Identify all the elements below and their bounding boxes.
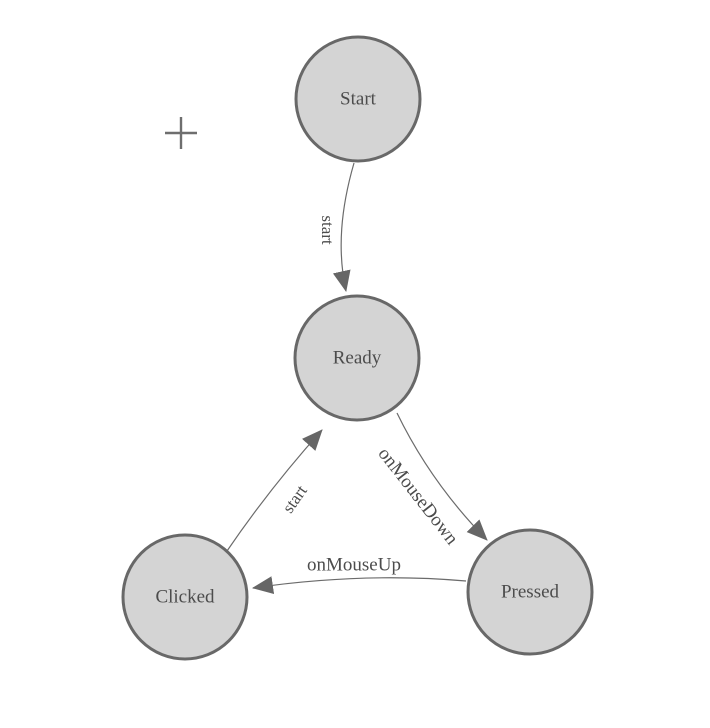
transition-clicked-to-ready: start [226, 429, 323, 552]
state-node-ready-circle [293, 294, 421, 422]
state-node-pressed-label: Pressed [501, 581, 560, 602]
transition-ready-to-pressed: onMouseDown [374, 412, 488, 549]
state-node-clicked-label: Clicked [155, 586, 215, 607]
transition-ready-to-pressed-path[interactable] [396, 412, 488, 541]
transition-start-to-ready: start [318, 162, 355, 292]
plus-crosshair-icon [165, 117, 197, 149]
transition-label-onmouseup: onMouseUp [307, 554, 401, 575]
transition-label-start-2: start [279, 481, 312, 516]
transition-pressed-to-clicked: onMouseUp [252, 554, 467, 595]
state-node-clicked-circle [121, 533, 249, 661]
transition-pressed-to-clicked-path[interactable] [252, 576, 467, 595]
state-node-start-circle [294, 35, 422, 163]
state-node-start-label: Start [340, 88, 377, 109]
state-node-start[interactable]: Start [294, 35, 422, 163]
state-node-ready-label: Ready [333, 347, 382, 368]
state-node-clicked[interactable]: Clicked [121, 533, 249, 661]
state-node-pressed[interactable]: Pressed [466, 528, 594, 656]
state-node-ready[interactable]: Ready [293, 294, 421, 422]
state-node-pressed-circle [466, 528, 594, 656]
transition-start-to-ready-path[interactable] [332, 162, 355, 292]
transition-label-start-1: start [318, 215, 337, 245]
transition-clicked-to-ready-path[interactable] [226, 429, 323, 552]
